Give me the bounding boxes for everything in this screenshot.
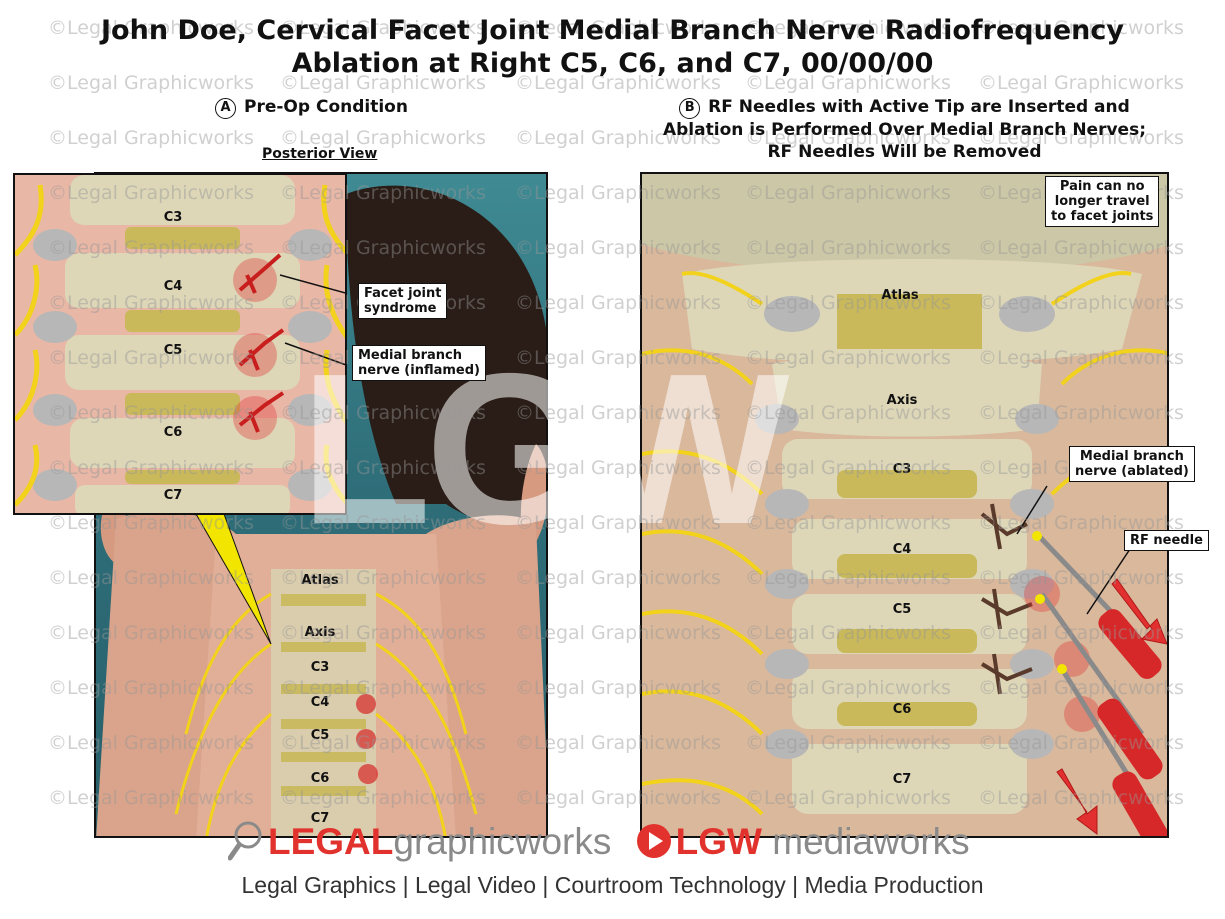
panel-b-illustration: Atlas Axis C3 C4 C5 C6 C7 (640, 172, 1169, 838)
footer-tagline: Legal Graphics | Legal Video | Courtroom… (241, 872, 984, 898)
callout-line: RF needle (1130, 533, 1203, 548)
vertebra-label: C3 (310, 660, 330, 675)
inset-zoom: C3 C4 C5 C6 C7 (13, 173, 347, 515)
page-title-line1: John Doe, Cervical Facet Joint Medial Br… (101, 15, 1124, 46)
panel-b-marker: B (679, 98, 701, 119)
posterior-view-label: Posterior View (262, 146, 378, 162)
inset-vertebra-label: C7 (163, 488, 183, 503)
brand-mediaworks: mediaworks (772, 821, 970, 862)
vertebra-label: C3 (892, 462, 912, 477)
callout-line: Medial branch (1079, 449, 1184, 464)
magnifier-icon (227, 821, 262, 861)
inflamed-nerve-callout: Medial branch nerve (inflamed) (352, 345, 486, 381)
vertebra-label: C4 (892, 542, 912, 557)
callout-line: to facet joints (1051, 209, 1154, 224)
vertebra-label: Axis (304, 625, 336, 640)
callout-line: nerve (ablated) (1075, 464, 1189, 479)
vertebra-label: C5 (310, 728, 330, 743)
vertebra-label: C6 (310, 771, 330, 786)
vertebra-label: C5 (892, 602, 912, 617)
brand-lgw: LGW (675, 821, 762, 862)
panel-b-heading-line2: Ablation is Performed Over Medial Branch… (662, 120, 1146, 140)
panel-b-heading: B RF Needles with Active Tip are Inserted… (640, 96, 1169, 163)
vertebra-label: Axis (886, 393, 918, 408)
ablated-nerve-callout: Medial branch nerve (ablated) (1069, 446, 1195, 482)
panel-b-heading-line1: RF Needles with Active Tip are Inserted … (708, 97, 1130, 117)
vertebra-label: C7 (310, 811, 330, 826)
rf-needle-callout: RF needle (1124, 530, 1209, 551)
panel-a-heading-text: Pre-Op Condition (244, 97, 408, 117)
brand-legal: LEGAL (268, 821, 394, 862)
inset-vertebra-label: C6 (163, 425, 183, 440)
ablation-illustration (642, 174, 1167, 836)
vertebra-label: Atlas (881, 288, 919, 303)
inset-vertebra-label: C5 (163, 343, 183, 358)
brand-graphicworks: graphicworks (393, 821, 612, 862)
callout-line: longer travel (1054, 194, 1150, 209)
callout-line: syndrome (364, 301, 437, 316)
inset-spine-illustration (15, 175, 345, 513)
vertebra-label: C6 (892, 702, 912, 717)
pain-callout: Pain can no longer travel to facet joint… (1045, 176, 1160, 227)
panel-a-heading: A Pre-Op Condition (215, 96, 408, 119)
callout-line: Medial branch (358, 348, 462, 363)
facet-joint-callout: Facet joint syndrome (358, 283, 448, 319)
play-icon (636, 824, 671, 858)
page-title-line2: Ablation at Right C5, C6, and C7, 00/00/… (291, 48, 934, 79)
inset-vertebra-label: C3 (163, 210, 183, 225)
vertebra-label: Atlas (301, 573, 339, 588)
footer-brand: LEGALgraphicworks LGW mediaworks (227, 820, 970, 862)
vertebra-label: C4 (310, 695, 330, 710)
callout-line: nerve (inflamed) (358, 363, 480, 378)
callout-line: Pain can no (1059, 179, 1145, 194)
panel-b-heading-line3: RF Needles Will be Removed (767, 142, 1042, 162)
panel-a-marker: A (215, 98, 236, 119)
callout-line: Facet joint (364, 286, 442, 301)
watermark-text: ©Legal Graphicworks (48, 127, 254, 149)
vertebra-label: C7 (892, 772, 912, 787)
inset-vertebra-label: C4 (163, 279, 183, 294)
